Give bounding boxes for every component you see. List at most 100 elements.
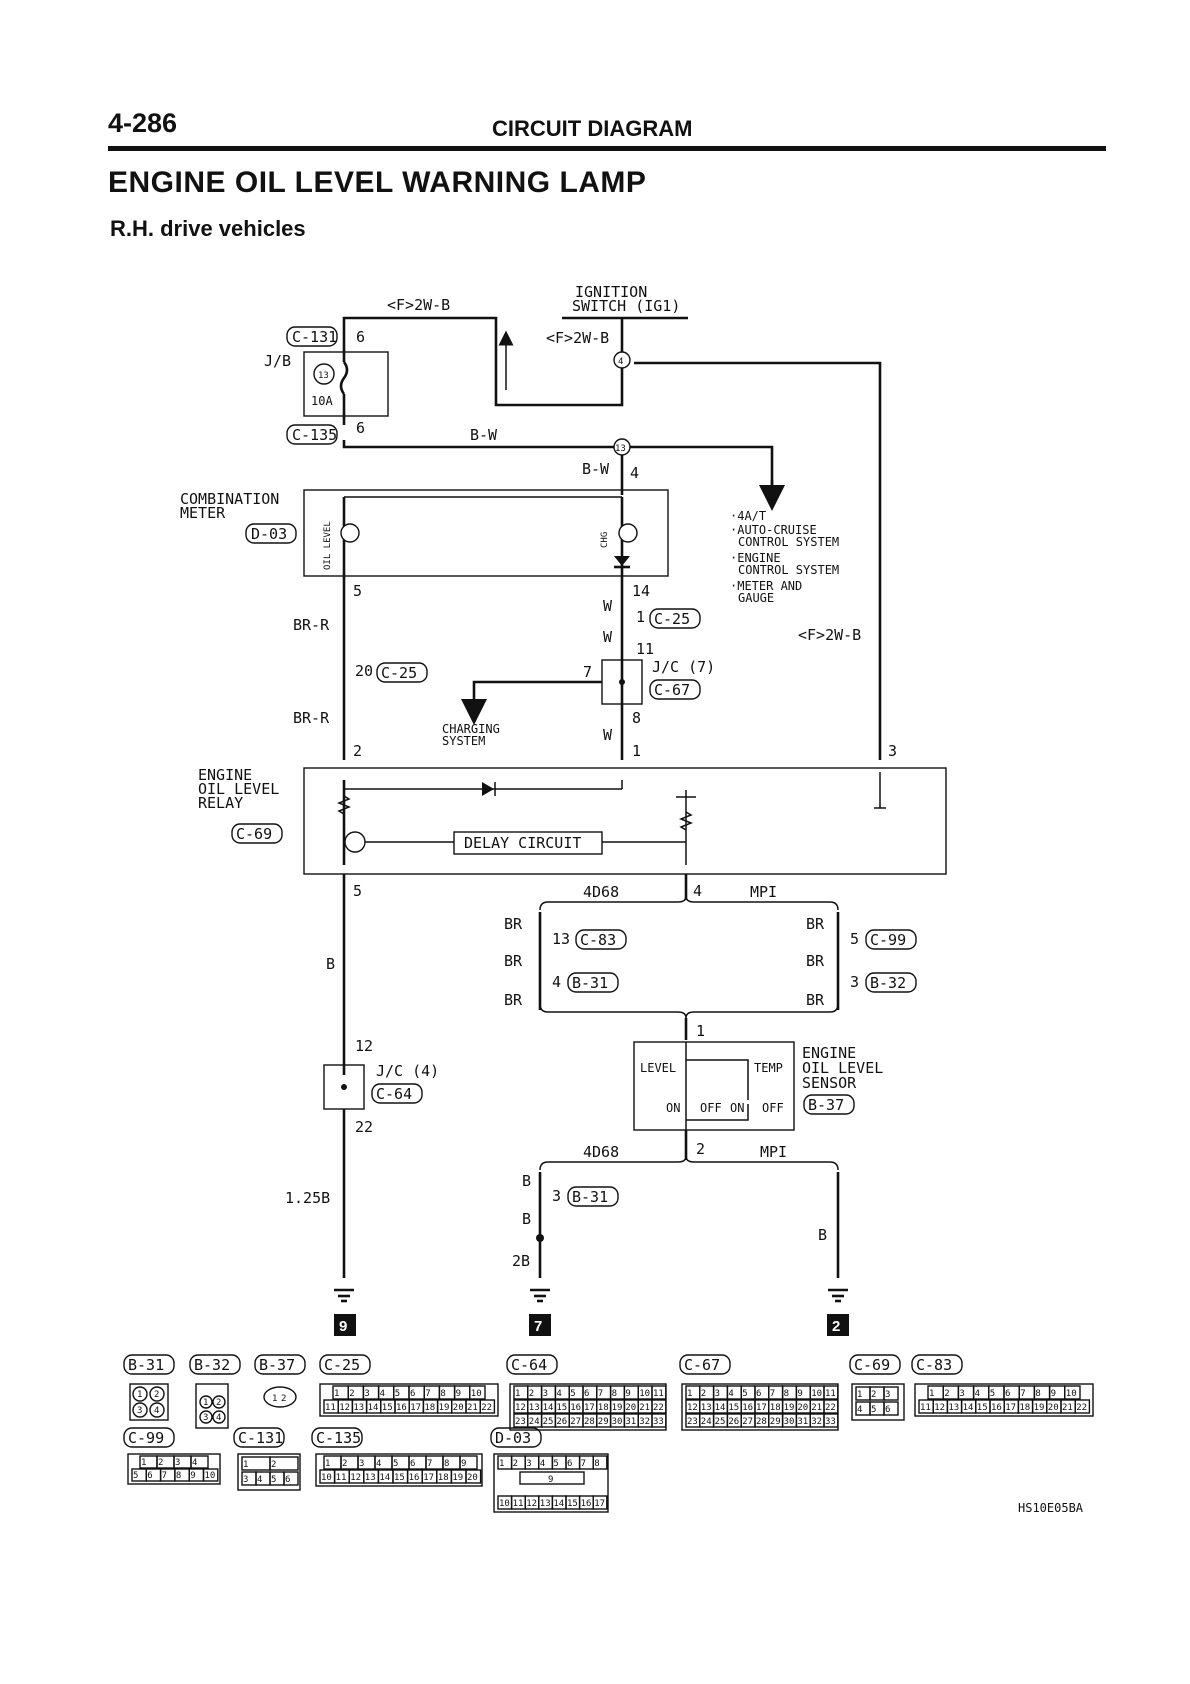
- sensor-on-1: ON: [666, 1101, 680, 1115]
- jc4-connector: [371, 1083, 423, 1104]
- ignition-switch-label-2: SWITCH (IG1): [572, 297, 680, 315]
- cv-c99-cell: [190, 1455, 209, 1469]
- section-title: CIRCUIT DIAGRAM: [492, 116, 693, 141]
- relay-resistor-left: [336, 795, 352, 815]
- meter-connector-label: D-03: [251, 525, 287, 543]
- cv-c67-pin: 9: [797, 1389, 802, 1399]
- cv-b31-pin-circle: [149, 1386, 165, 1402]
- cv-c64-pin: 32: [639, 1417, 650, 1427]
- cv-c83-pin: 10: [1066, 1389, 1077, 1399]
- cv-c25-pin: 6: [410, 1389, 415, 1399]
- cv-c135-pin: 8: [444, 1459, 449, 1469]
- cv-d03-pin: 4: [540, 1459, 545, 1469]
- cv-c25-pin: 5: [395, 1389, 400, 1399]
- cv-c64-pin: 5: [570, 1389, 575, 1399]
- cv-c64-pin: 10: [639, 1389, 650, 1399]
- wire-label-br-l2: BR: [504, 952, 523, 970]
- cv-c131-label-box: [233, 1427, 285, 1448]
- combination-meter: COMBINATION METER D-03 OIL LEVEL CHG: [180, 489, 669, 580]
- b32-label: B-32: [870, 974, 906, 992]
- cv-c69-cell: [883, 1401, 899, 1416]
- cv-c69-label: C-69: [854, 1356, 890, 1374]
- cv-c25-pin: 13: [353, 1403, 364, 1413]
- cv-c131-label: C-131: [238, 1429, 283, 1447]
- cv-c64-pin: 13: [529, 1403, 540, 1413]
- cv-d03-pin: 7: [581, 1459, 586, 1469]
- cv-c83-pin: 22: [1076, 1403, 1087, 1413]
- wires-top: [342, 316, 882, 760]
- cv-c135-pin: 2: [342, 1459, 347, 1469]
- cv-c83-pin: 9: [1051, 1389, 1056, 1399]
- cv-c131-pin: 1: [243, 1460, 248, 1470]
- splice-13-label: 13: [615, 444, 626, 454]
- cv-c135-pin: 10: [321, 1473, 332, 1483]
- cv-b32-pin: 2: [216, 1398, 221, 1408]
- cv-c25-pin: 14: [368, 1403, 379, 1413]
- cv-c69-pin: 2: [871, 1390, 876, 1400]
- cv-c25-cell: [469, 1385, 486, 1400]
- chg-label: CHG: [600, 532, 610, 548]
- main-title: ENGINE OIL LEVEL WARNING LAMP: [108, 166, 647, 199]
- wire-label-w-1: W: [603, 597, 613, 615]
- cv-d03-cell: [592, 1495, 608, 1510]
- cv-c135-label: C-135: [316, 1429, 361, 1447]
- cv-c99-pin: 4: [192, 1458, 197, 1468]
- cv-c67-pin: 4: [728, 1389, 733, 1399]
- jb-pin-top: 6: [356, 328, 365, 346]
- cv-c25-pin: 19: [439, 1403, 450, 1413]
- delay-circuit-box: [453, 831, 603, 855]
- jb-connector-bottom: [286, 424, 338, 445]
- cv-c83-pin: 6: [1005, 1389, 1010, 1399]
- cv-d03-pin: 2: [513, 1459, 518, 1469]
- ground-number-9: 9: [339, 1318, 347, 1335]
- cv-b32-pin-circle: [199, 1410, 213, 1424]
- cv-d03-label: D-03: [495, 1429, 531, 1447]
- cv-d03-label-box: [490, 1427, 542, 1448]
- meter-label-1: COMBINATION: [180, 490, 279, 508]
- cv-b31-pin: 1: [137, 1390, 142, 1400]
- cv-c25-pin: 20: [453, 1403, 464, 1413]
- cv-c67-pin: 19: [784, 1403, 795, 1413]
- cv-c64-pin: 16: [570, 1403, 581, 1413]
- cv-d03-pin: 16: [581, 1499, 592, 1509]
- cv-d03-pin: 5: [553, 1459, 558, 1469]
- meter-box: [303, 489, 669, 577]
- cv-c69-cell: [883, 1386, 899, 1401]
- cv-b32-pin-circle: [212, 1395, 226, 1409]
- jc4-pin-in: 12: [355, 1037, 373, 1055]
- sensor-label-3: SENSOR: [802, 1074, 857, 1092]
- ignition-switch: IGNITION SWITCH (IG1): [562, 283, 688, 320]
- cv-c131-pin: 3: [243, 1475, 248, 1485]
- charging-system-1: CHARGING: [442, 722, 500, 736]
- cv-c67-pin: 31: [797, 1417, 808, 1427]
- cv-c64-label-box: [506, 1354, 558, 1375]
- cv-b32-pin: 3: [203, 1413, 208, 1423]
- cv-b32-pin: 1: [203, 1398, 208, 1408]
- fuse-rating: 10A: [311, 394, 333, 408]
- cv-c64-pin: 27: [570, 1417, 581, 1427]
- cv-c25-pin: 7: [425, 1389, 430, 1399]
- cv-c67-pin: 30: [784, 1417, 795, 1427]
- relay-resistor-right: [678, 811, 694, 831]
- jc7-c25-pin: 1: [636, 608, 645, 626]
- cv-c83-pin: 21: [1062, 1403, 1073, 1413]
- wire-label-bw-main: B-W: [470, 426, 498, 444]
- option-7: GAUGE: [738, 591, 774, 605]
- cv-c131-cell: [269, 1456, 299, 1471]
- cv-c135-pin: 4: [376, 1459, 381, 1469]
- b31-label: B-31: [572, 974, 608, 992]
- cv-c83-pin: 18: [1019, 1403, 1030, 1413]
- jb-box: [303, 351, 389, 417]
- cv-c64-cell: [651, 1385, 667, 1400]
- variant-right: MPI: [750, 883, 777, 901]
- cv-c64-pin: 7: [598, 1389, 603, 1399]
- relay-pin-1: 1: [632, 742, 641, 760]
- delay-circuit-label: DELAY CIRCUIT: [464, 834, 581, 852]
- header-rule: [108, 146, 1106, 151]
- charging-system-2: SYSTEM: [442, 734, 485, 748]
- ground-badge-9: [334, 1314, 356, 1336]
- cv-b31-pin: 2: [154, 1390, 159, 1400]
- c83-pin: 13: [552, 930, 570, 948]
- meter-pin-right: 14: [632, 582, 650, 600]
